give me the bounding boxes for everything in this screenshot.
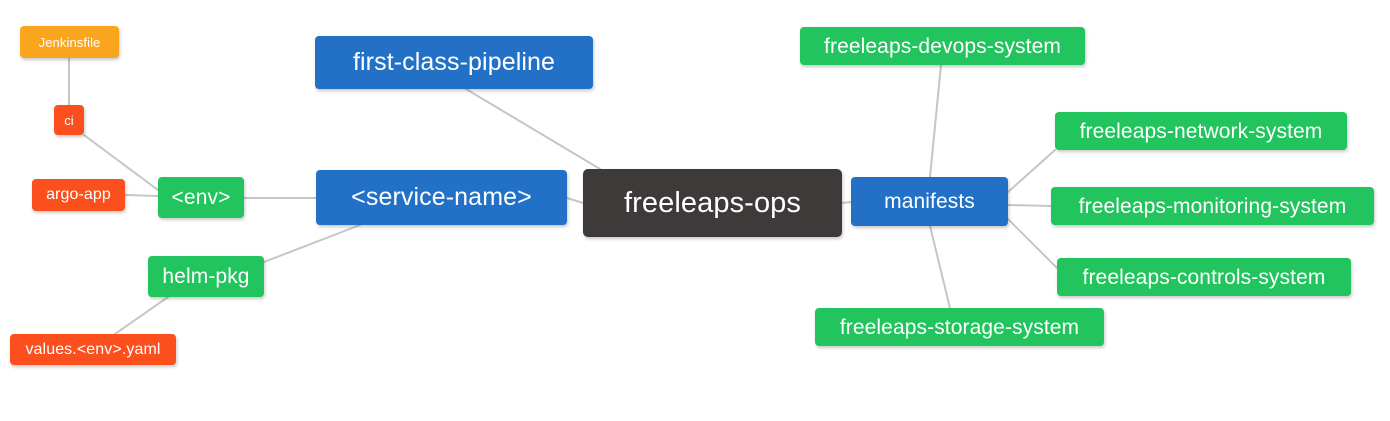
node-first-class-pipeline[interactable]: first-class-pipeline bbox=[315, 36, 593, 89]
edge-manifests-to-freeleaps-network-system bbox=[1007, 149, 1056, 193]
edge-manifests-to-freeleaps-devops-system bbox=[929, 64, 942, 178]
node-freeleaps-storage-system[interactable]: freeleaps-storage-system bbox=[815, 308, 1104, 346]
edge-env-to-argo-app bbox=[124, 194, 159, 197]
node-ci[interactable]: ci bbox=[54, 105, 84, 135]
node-freeleaps-network-system[interactable]: freeleaps-network-system bbox=[1055, 112, 1347, 150]
edge-freeleaps-ops-to-manifests bbox=[841, 201, 852, 204]
node-values-env-yaml[interactable]: values.<env>.yaml bbox=[10, 334, 176, 365]
node-service-name[interactable]: <service-name> bbox=[316, 170, 567, 225]
node-freeleaps-controls-system[interactable]: freeleaps-controls-system bbox=[1057, 258, 1351, 296]
node-freeleaps-monitoring-system[interactable]: freeleaps-monitoring-system bbox=[1051, 187, 1374, 225]
edge-helm-pkg-to-values-env-yaml bbox=[114, 296, 169, 335]
edge-freeleaps-ops-to-first-class-pipeline bbox=[465, 88, 601, 170]
node-jenkinsfile[interactable]: Jenkinsfile bbox=[20, 26, 119, 58]
edge-manifests-to-freeleaps-monitoring-system bbox=[1007, 204, 1052, 207]
edge-service-name-to-helm-pkg bbox=[263, 224, 361, 263]
edge-manifests-to-freeleaps-controls-system bbox=[1007, 218, 1058, 269]
node-manifests[interactable]: manifests bbox=[851, 177, 1008, 226]
node-freeleaps-devops-system[interactable]: freeleaps-devops-system bbox=[800, 27, 1085, 65]
node-env[interactable]: <env> bbox=[158, 177, 244, 218]
node-freeleaps-ops[interactable]: freeleaps-ops bbox=[583, 169, 842, 237]
edge-manifests-to-freeleaps-storage-system bbox=[929, 225, 951, 309]
node-argo-app[interactable]: argo-app bbox=[32, 179, 125, 211]
edge-freeleaps-ops-to-service-name bbox=[566, 197, 584, 204]
node-helm-pkg[interactable]: helm-pkg bbox=[148, 256, 264, 297]
